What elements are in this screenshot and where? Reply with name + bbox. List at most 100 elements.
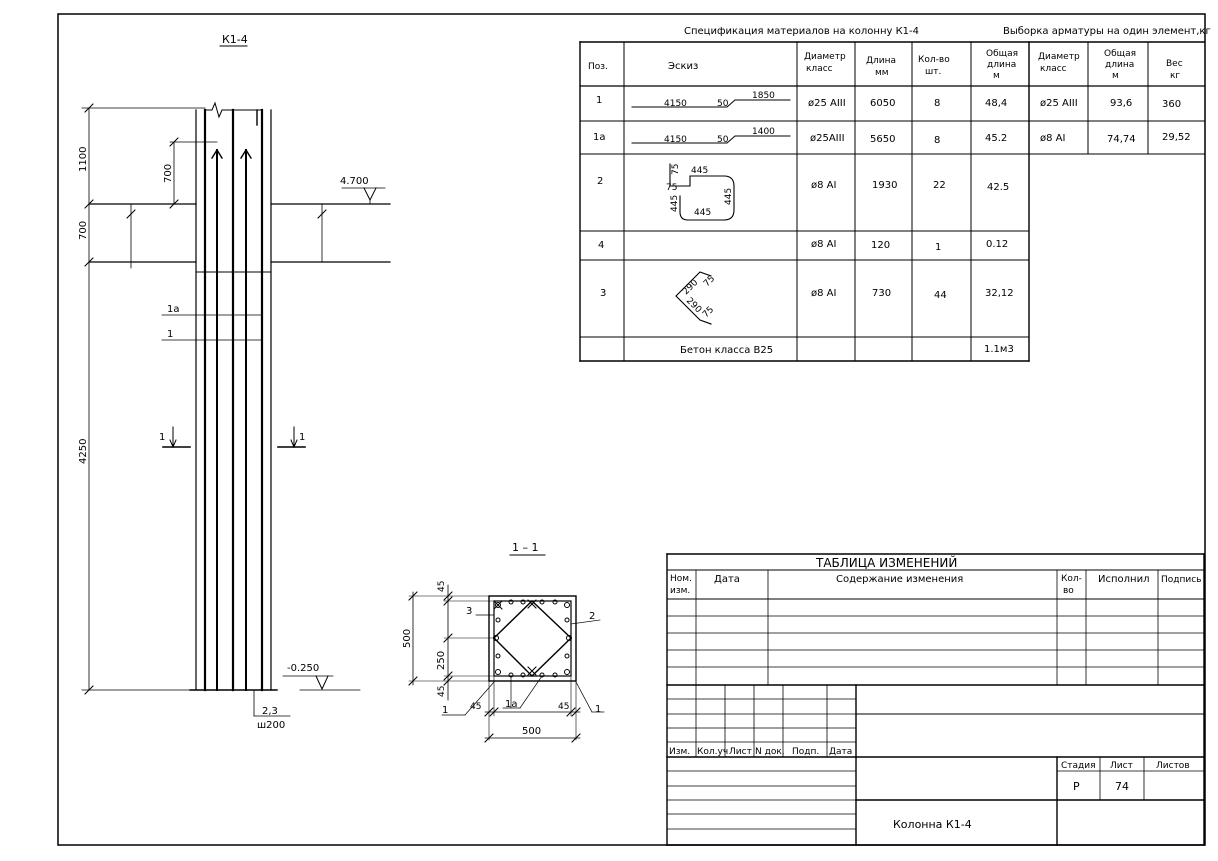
section-title: 1 – 1 (512, 541, 539, 554)
hdr-sketch: Эскиз (668, 61, 698, 72)
hdr-total-3: м (993, 71, 1000, 81)
row2-sketch-75a: 75 (671, 164, 681, 175)
chg-hdr-qty-1: Кол- (1061, 574, 1082, 584)
row2-total: 42.5 (987, 182, 1009, 193)
row2-sketch-445-left: 445 (670, 195, 680, 212)
section-dim-500-v: 500 (402, 629, 413, 648)
title-block: Изм. Кол.уч Лист N док. Подп. Дата Стади… (666, 684, 1205, 846)
chg-hdr-sign: Подпись (1161, 575, 1201, 585)
hdr-s-total-3: м (1112, 71, 1119, 81)
section-dim-500-h: 500 (522, 726, 541, 737)
callout-1-left: 1 (442, 705, 448, 716)
row1-total: 48,4 (985, 98, 1007, 109)
stamp-col-ndoc: N док. (755, 747, 785, 757)
chg-hdr-qty-2: во (1063, 586, 1074, 596)
section-bars (493, 599, 572, 678)
stamp-col-data: Дата (829, 747, 852, 757)
dim-1100: 1100 (78, 147, 89, 172)
row3-sketch-75a: 75 (702, 274, 717, 289)
stamp-col-list: Лист (729, 747, 752, 757)
label-1a: 1а (167, 304, 180, 315)
elevation-title: К1-4 (222, 33, 248, 46)
hdr-s-total-2: длина (1105, 60, 1134, 70)
row1-s-diam: ø25 AIII (1040, 98, 1078, 109)
row2-sketch-445-right: 445 (724, 188, 734, 205)
row1a-qty: 8 (934, 135, 940, 146)
section-dim-45-bottom: 45 (437, 686, 447, 697)
row3-pos: 3 (600, 288, 606, 299)
chg-hdr-executed: Исполнил (1098, 574, 1149, 585)
row1a-len: 5650 (870, 134, 895, 145)
row4-diam: ø8 AI (811, 239, 836, 250)
row1a-sketch-a: 4150 (664, 135, 687, 145)
callout-1a: 1а (505, 699, 518, 710)
row2-sketch-445-top: 445 (691, 166, 708, 176)
hdr-s-weight-1: Вес (1166, 59, 1183, 69)
hdr-qty-2: шт. (925, 67, 941, 77)
stamp-sheet: 74 (1115, 780, 1129, 793)
stamp-name: Колонна К1-4 (893, 818, 972, 831)
chg-hdr-num-2: изм. (670, 586, 690, 596)
row1-diam: ø25 AIII (808, 98, 846, 109)
row2-diam: ø8 AI (811, 180, 836, 191)
spec-table: Спецификация материалов на колонну К1-4 … (579, 26, 1211, 362)
stirrup-label-top: 2,3 (262, 706, 278, 717)
stamp-stage: Р (1073, 780, 1080, 793)
hdr-len-2: мм (875, 68, 889, 78)
stamp-col-podp: Подп. (792, 747, 819, 757)
row1-len: 6050 (870, 98, 895, 109)
row2-qty: 22 (933, 180, 946, 191)
row1a-sketch-b: 50 (717, 135, 729, 145)
concrete-label: Бетон класса В25 (680, 345, 773, 356)
hdr-s-weight-2: кг (1170, 71, 1180, 81)
chg-hdr-content: Содержание изменения (836, 574, 963, 585)
row1-sketch-c: 1850 (752, 91, 775, 101)
spec-title: Спецификация материалов на колонну К1-4 (684, 26, 919, 37)
row1a-diam: ø25AIII (810, 133, 845, 144)
row4-total: 0.12 (986, 239, 1008, 250)
row1a-sketch-c: 1400 (752, 127, 775, 137)
row2-sketch-445-bottom: 445 (694, 208, 711, 218)
row3-total: 32,12 (985, 288, 1014, 299)
hdr-pos: Поз. (588, 62, 608, 72)
cut-mark-left: 1 (159, 432, 165, 443)
row1a-pos: 1а (593, 132, 606, 143)
row2-len: 1930 (872, 180, 897, 191)
row1-s-weight: 360 (1162, 99, 1181, 110)
hdr-s-diam-2: класс (1040, 64, 1067, 74)
row2-pos: 2 (597, 176, 603, 187)
section-dim-45-right: 45 (558, 702, 569, 712)
hdr-len-1: Длина (866, 56, 896, 66)
callout-1-right: 1 (595, 704, 601, 715)
sheet-frame (57, 13, 1206, 846)
row4-len: 120 (871, 240, 890, 251)
row3-qty: 44 (934, 290, 947, 301)
hdr-total-2: длина (987, 60, 1016, 70)
concrete-total: 1.1м3 (984, 344, 1014, 355)
dim-4250: 4250 (78, 439, 89, 464)
stirrup-label-bottom: ш200 (257, 720, 285, 731)
stamp-sheet-label: Лист (1110, 761, 1133, 771)
row1a-total: 45.2 (985, 133, 1007, 144)
hdr-diam-2: класс (806, 64, 833, 74)
chg-hdr-num-1: Ном. (670, 574, 692, 584)
level-top: 4.700 (340, 176, 369, 187)
section-dim-45-left: 45 (470, 702, 481, 712)
row3-len: 730 (872, 288, 891, 299)
section-dim-45-top: 45 (437, 581, 447, 592)
hdr-qty-1: Кол-во (918, 55, 950, 65)
level-bottom: -0.250 (287, 663, 319, 674)
changes-title: ТАБЛИЦА ИЗМЕНЕНИЙ (815, 555, 957, 570)
row3-diam: ø8 AI (811, 288, 836, 299)
stamp-stage-label: Стадия (1061, 761, 1096, 771)
dim-700-left: 700 (78, 221, 89, 240)
hdr-total-1: Общая (986, 49, 1018, 59)
row4-qty: 1 (935, 242, 941, 253)
section-1-1: 1 – 1 500 (402, 541, 605, 743)
callout-3: 3 (466, 606, 472, 617)
row1-qty: 8 (934, 98, 940, 109)
row1-sketch-a: 4150 (664, 99, 687, 109)
column-elevation: К1-4 1100 700 4250 (78, 33, 391, 731)
row1-s-total: 93,6 (1110, 98, 1132, 109)
